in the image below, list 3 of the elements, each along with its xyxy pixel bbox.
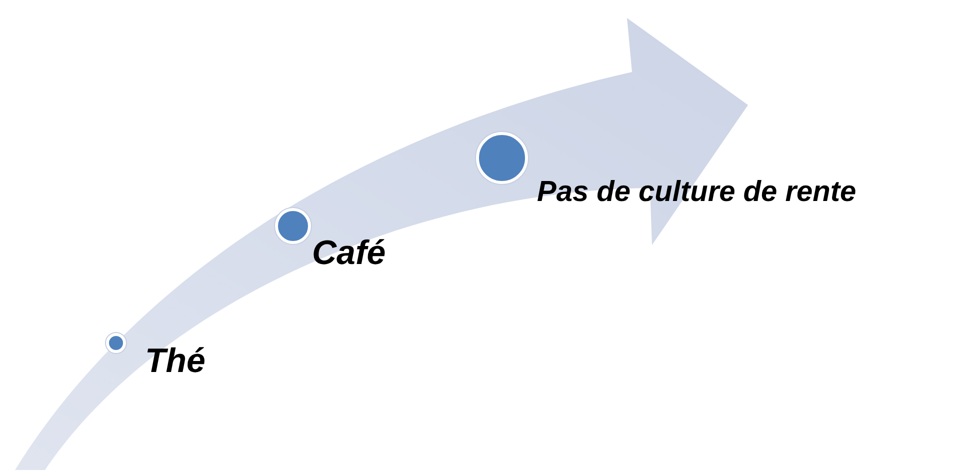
point-label: Pas de culture de rente (537, 178, 856, 207)
point-label: Café (312, 236, 386, 270)
point-label: Thé (145, 344, 206, 378)
